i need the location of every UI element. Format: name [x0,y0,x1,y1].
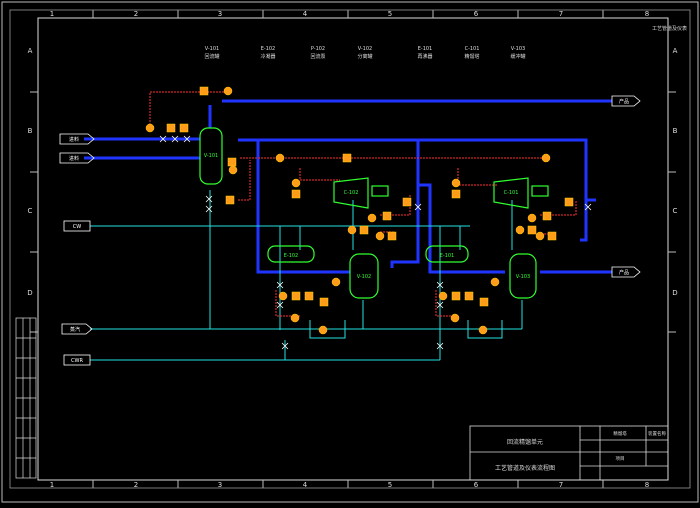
grid-border [9,9,691,489]
title-small-3: 装置名称 [648,430,666,437]
label-e101: E-101 [440,253,455,259]
col-label-top-3: 3 [218,10,222,18]
motor-c101 [531,185,549,197]
eq-header-desc-1: 回流罐 [204,53,219,60]
eq-header-tag-6: C-101 [465,46,480,52]
eq-header-tag-7: V-103 [511,46,525,52]
compressor-c102 [333,177,369,209]
col-label-top-2: 2 [134,10,138,18]
col-label-bottom-6: 6 [474,481,479,489]
exchanger-e101 [425,245,469,263]
row-label-right-d: D [672,289,677,297]
title-line-2: 工艺管道及仪表流程图 [495,464,555,472]
col-label-top-5: 5 [388,10,392,18]
eq-header-tag-3: P-102 [311,46,325,52]
col-label-bottom-5: 5 [388,481,392,489]
eq-header-tag-1: V-101 [205,46,219,52]
label-c102: C-102 [344,190,359,196]
col-label-bottom-8: 8 [645,481,649,489]
col-label-bottom-7: 7 [559,481,563,489]
eq-header-desc-2: 冷凝器 [260,53,275,60]
label-e102: E-102 [284,253,299,259]
stream-steam-label: 蒸汽 [70,326,80,333]
box-cw [63,220,91,232]
col-label-top-8: 8 [645,10,649,18]
motor-c102 [371,185,389,197]
col-label-top-4: 4 [303,10,308,18]
stream-in-top [59,133,95,145]
col-label-bottom-2: 2 [134,481,138,489]
inner-frame [37,17,669,481]
row-label-left-d: D [27,289,32,297]
box-cw-label: CW [73,224,81,230]
revision-table [15,317,37,479]
row-label-right-b: B [673,127,678,135]
stream-out-top-right [611,95,641,107]
valves [159,135,592,350]
eq-header-desc-7: 缓冲罐 [510,53,525,60]
eq-header-desc-4: 分离罐 [357,53,372,60]
title-line-1: 回流精馏单元 [507,438,543,446]
stream-in-top-label: 进料 [69,136,79,143]
eq-header-desc-5: 再沸器 [417,53,432,60]
title-small-2: 项目 [616,456,625,462]
vessel-v102 [349,253,379,299]
process-lines [84,99,612,274]
box-cwr [63,354,91,366]
stream-out-right [611,266,641,278]
title-small-1: 精馏塔 [613,430,627,437]
label-c101: C-101 [504,190,519,196]
col-label-bottom-4: 4 [303,481,308,489]
column-ticks [30,10,676,488]
vessel-v103 [509,253,537,299]
col-label-bottom-3: 3 [218,481,222,489]
exchanger-e102 [267,245,315,263]
row-label-left-b: B [28,127,33,135]
eq-header-desc-3: 回流泵 [310,53,325,60]
title-block [469,425,669,481]
eq-header-tag-2: E-102 [261,46,276,52]
stream-in-second-label: 进料 [69,155,79,162]
col-label-top-7: 7 [559,10,563,18]
stream-out-right-label: 产品 [619,269,629,276]
row-label-left-a: A [28,47,33,55]
label-v103: V-103 [516,274,530,280]
label-v102: V-102 [357,274,371,280]
col-label-top-1: 1 [50,10,54,18]
eq-header-tag-4: V-102 [358,46,372,52]
eq-header-tag-5: E-101 [418,46,433,52]
stream-steam [61,323,93,335]
instruments [145,86,574,335]
row-label-left-c: C [28,207,33,215]
row-label-right-a: A [673,47,678,55]
label-v101: V-101 [204,153,218,159]
vessel-v101 [199,127,223,185]
utility-lines [90,190,523,361]
box-cwr-label: CWR [71,358,83,364]
col-label-top-6: 6 [474,10,479,18]
drawing-stamp: 工艺管道及仪表 [652,25,687,32]
eq-header-desc-6: 精馏塔 [464,53,479,60]
stream-in-second [59,152,95,164]
stream-out-top-right-label: 产品 [619,98,629,105]
compressor-c101 [493,177,529,209]
row-label-right-c: C [673,207,678,215]
col-label-bottom-1: 1 [50,481,54,489]
